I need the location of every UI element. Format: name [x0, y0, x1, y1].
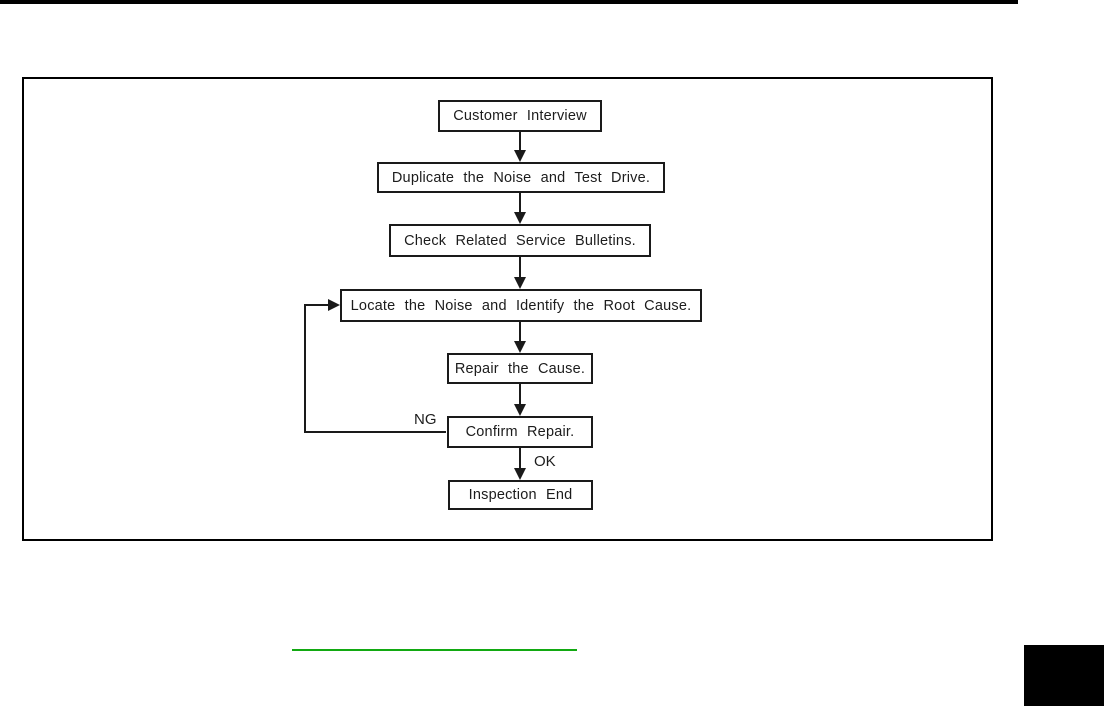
- flow-node-customer-interview: Customer Interview: [438, 100, 602, 132]
- edge-label-ok: OK: [534, 453, 556, 470]
- link-underline[interactable]: [292, 649, 577, 651]
- edge-label-ng: NG: [414, 411, 437, 428]
- arrowhead-down-3: [514, 277, 526, 289]
- flow-node-check-bulletins: Check Related Service Bulletins.: [389, 224, 651, 257]
- page-corner-block: [1024, 645, 1104, 706]
- flow-node-locate-noise: Locate the Noise and Identify the Root C…: [340, 289, 702, 322]
- arrowhead-down-1: [514, 150, 526, 162]
- flow-node-confirm-repair: Confirm Repair.: [447, 416, 593, 448]
- page-top-rule: [0, 0, 1018, 4]
- arrowhead-down-5: [514, 404, 526, 416]
- ng-loop-line: [304, 304, 446, 433]
- flow-node-duplicate-noise: Duplicate the Noise and Test Drive.: [377, 162, 665, 193]
- arrowhead-down-6: [514, 468, 526, 480]
- flow-node-repair-cause: Repair the Cause.: [447, 353, 593, 384]
- arrowhead-down-2: [514, 212, 526, 224]
- arrowhead-down-4: [514, 341, 526, 353]
- arrowhead-right-ng: [328, 299, 340, 311]
- flow-node-inspection-end: Inspection End: [448, 480, 593, 510]
